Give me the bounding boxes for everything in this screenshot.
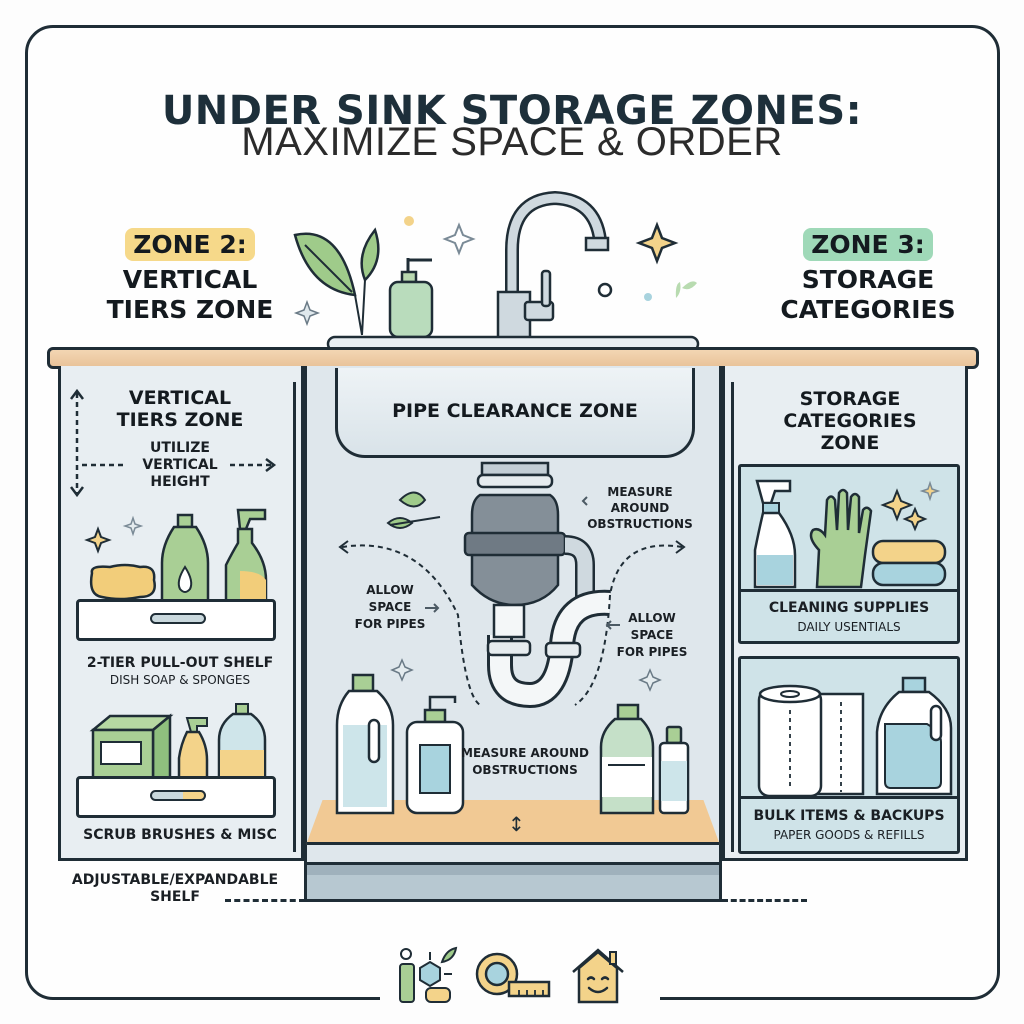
jug-bottle-icon: [335, 673, 395, 815]
allow-space-note-left: ALLOW SPACE FOR PIPES: [354, 583, 426, 631]
title-line-2: MAXIMIZE SPACE & ORDER: [241, 120, 783, 164]
sponge-icon: [89, 563, 156, 601]
organize-icon: [399, 946, 458, 1003]
paper-towel-roll-icon: [757, 684, 865, 798]
zone2-badge: ZONE 2:: [125, 228, 255, 261]
pump-bottle-icon: [405, 695, 465, 815]
upper-shelf-title: 2-TIER PULL-OUT SHELF: [86, 655, 274, 671]
cleaning-panel-shelf-line: [740, 589, 958, 592]
bulk-items-title: BULK ITEMS & BACKUPS: [753, 808, 945, 824]
dashed-baseline-right: [722, 899, 807, 902]
measure-around-note-bottom: MEASURE AROUND OBSTRUCTIONS: [461, 746, 589, 777]
center-bottles: [335, 673, 690, 815]
left-cabinet-heading: VERTICAL TIERS ZONE: [116, 387, 244, 431]
bottle-icon: [217, 703, 267, 780]
spray-cleaner-icon: [753, 479, 797, 589]
faucet-icon: [496, 190, 610, 347]
orange-spray-icon: [177, 717, 209, 780]
bulk-items-subtitle: PAPER GOODS & REFILLS: [773, 828, 925, 842]
lower-shelf-title: SCRUB BRUSHES & MISC: [83, 827, 277, 843]
left-cabinet-divider: [293, 382, 296, 852]
cleaning-supplies-items: [753, 479, 947, 589]
green-bottle-icon: [599, 703, 655, 815]
measure-around-note-top: MEASURE AROUND OBSTRUCTIONS: [587, 485, 693, 531]
zone3-title-1: STORAGE: [801, 265, 935, 294]
rubber-glove-icon: [809, 488, 873, 589]
sink-top-illustration: [293, 190, 700, 353]
refill-jug-icon: [875, 676, 953, 796]
right-cabinet-heading: STORAGE CATEGORIES ZONE: [783, 388, 917, 454]
upper-pull-out-shelf[interactable]: [76, 599, 276, 641]
zone3-title-2: CATEGORIES: [780, 295, 956, 324]
adjustable-shelf-caption: ADJUSTABLE/EXPANDABLE SHELF: [71, 872, 279, 905]
dish-soap-bottle-icon: [160, 513, 210, 607]
happy-home-icon: [572, 948, 624, 1004]
right-cabinet-divider: [731, 382, 734, 852]
zone3-badge: ZONE 3:: [803, 228, 933, 261]
garbage-disposal-icon: [463, 461, 567, 607]
zone2-title-2: TIERS ZONE: [106, 295, 274, 324]
cleaning-supplies-subtitle: DAILY USENTIALS: [797, 620, 901, 634]
upper-shelf-handle[interactable]: [150, 613, 206, 624]
lower-shelf-items: [89, 703, 267, 780]
folded-towels-icon: [871, 539, 947, 587]
lower-shelf-handle[interactable]: [150, 790, 206, 801]
storage-box-icon: [89, 713, 174, 780]
pipe-clearance-heading: PIPE CLEARANCE ZONE: [392, 400, 638, 422]
vertical-height-arrows: [70, 388, 277, 498]
bulk-panel-shelf-line: [740, 796, 958, 799]
bulk-items-graphics: [757, 676, 953, 798]
sink-basin: [335, 368, 695, 458]
small-bottle-icon: [658, 725, 690, 815]
utilize-vertical-height-note: UTILIZE VERTICAL HEIGHT: [142, 440, 218, 490]
zone3-heading: ZONE 3: STORAGE CATEGORIES: [758, 228, 978, 325]
p-trap-pipe-icon: [486, 535, 611, 709]
center-cabinet-base: [304, 862, 722, 902]
allow-space-note-right: ALLOW SPACE FOR PIPES: [616, 611, 688, 659]
height-measure-arrow-icon: ↕: [508, 812, 525, 836]
pipe-illustration: [338, 461, 686, 709]
soap-dispenser-icon: [388, 258, 434, 339]
tape-measure-icon: [475, 952, 551, 998]
title-line-1: UNDER SINK STORAGE ZONES:: [161, 88, 863, 134]
upper-shelf-items: [84, 508, 268, 607]
dashed-baseline-left: [225, 899, 305, 902]
zone2-heading: ZONE 2: VERTICAL TIERS ZONE: [80, 228, 300, 325]
zone2-title-1: VERTICAL: [122, 265, 258, 294]
upper-shelf-subtitle: DISH SOAP & SPONGES: [109, 673, 251, 687]
cleaning-supplies-title: CLEANING SUPPLIES: [768, 600, 930, 616]
spray-bottle-icon: [224, 508, 268, 607]
plant-icon: [293, 227, 380, 336]
